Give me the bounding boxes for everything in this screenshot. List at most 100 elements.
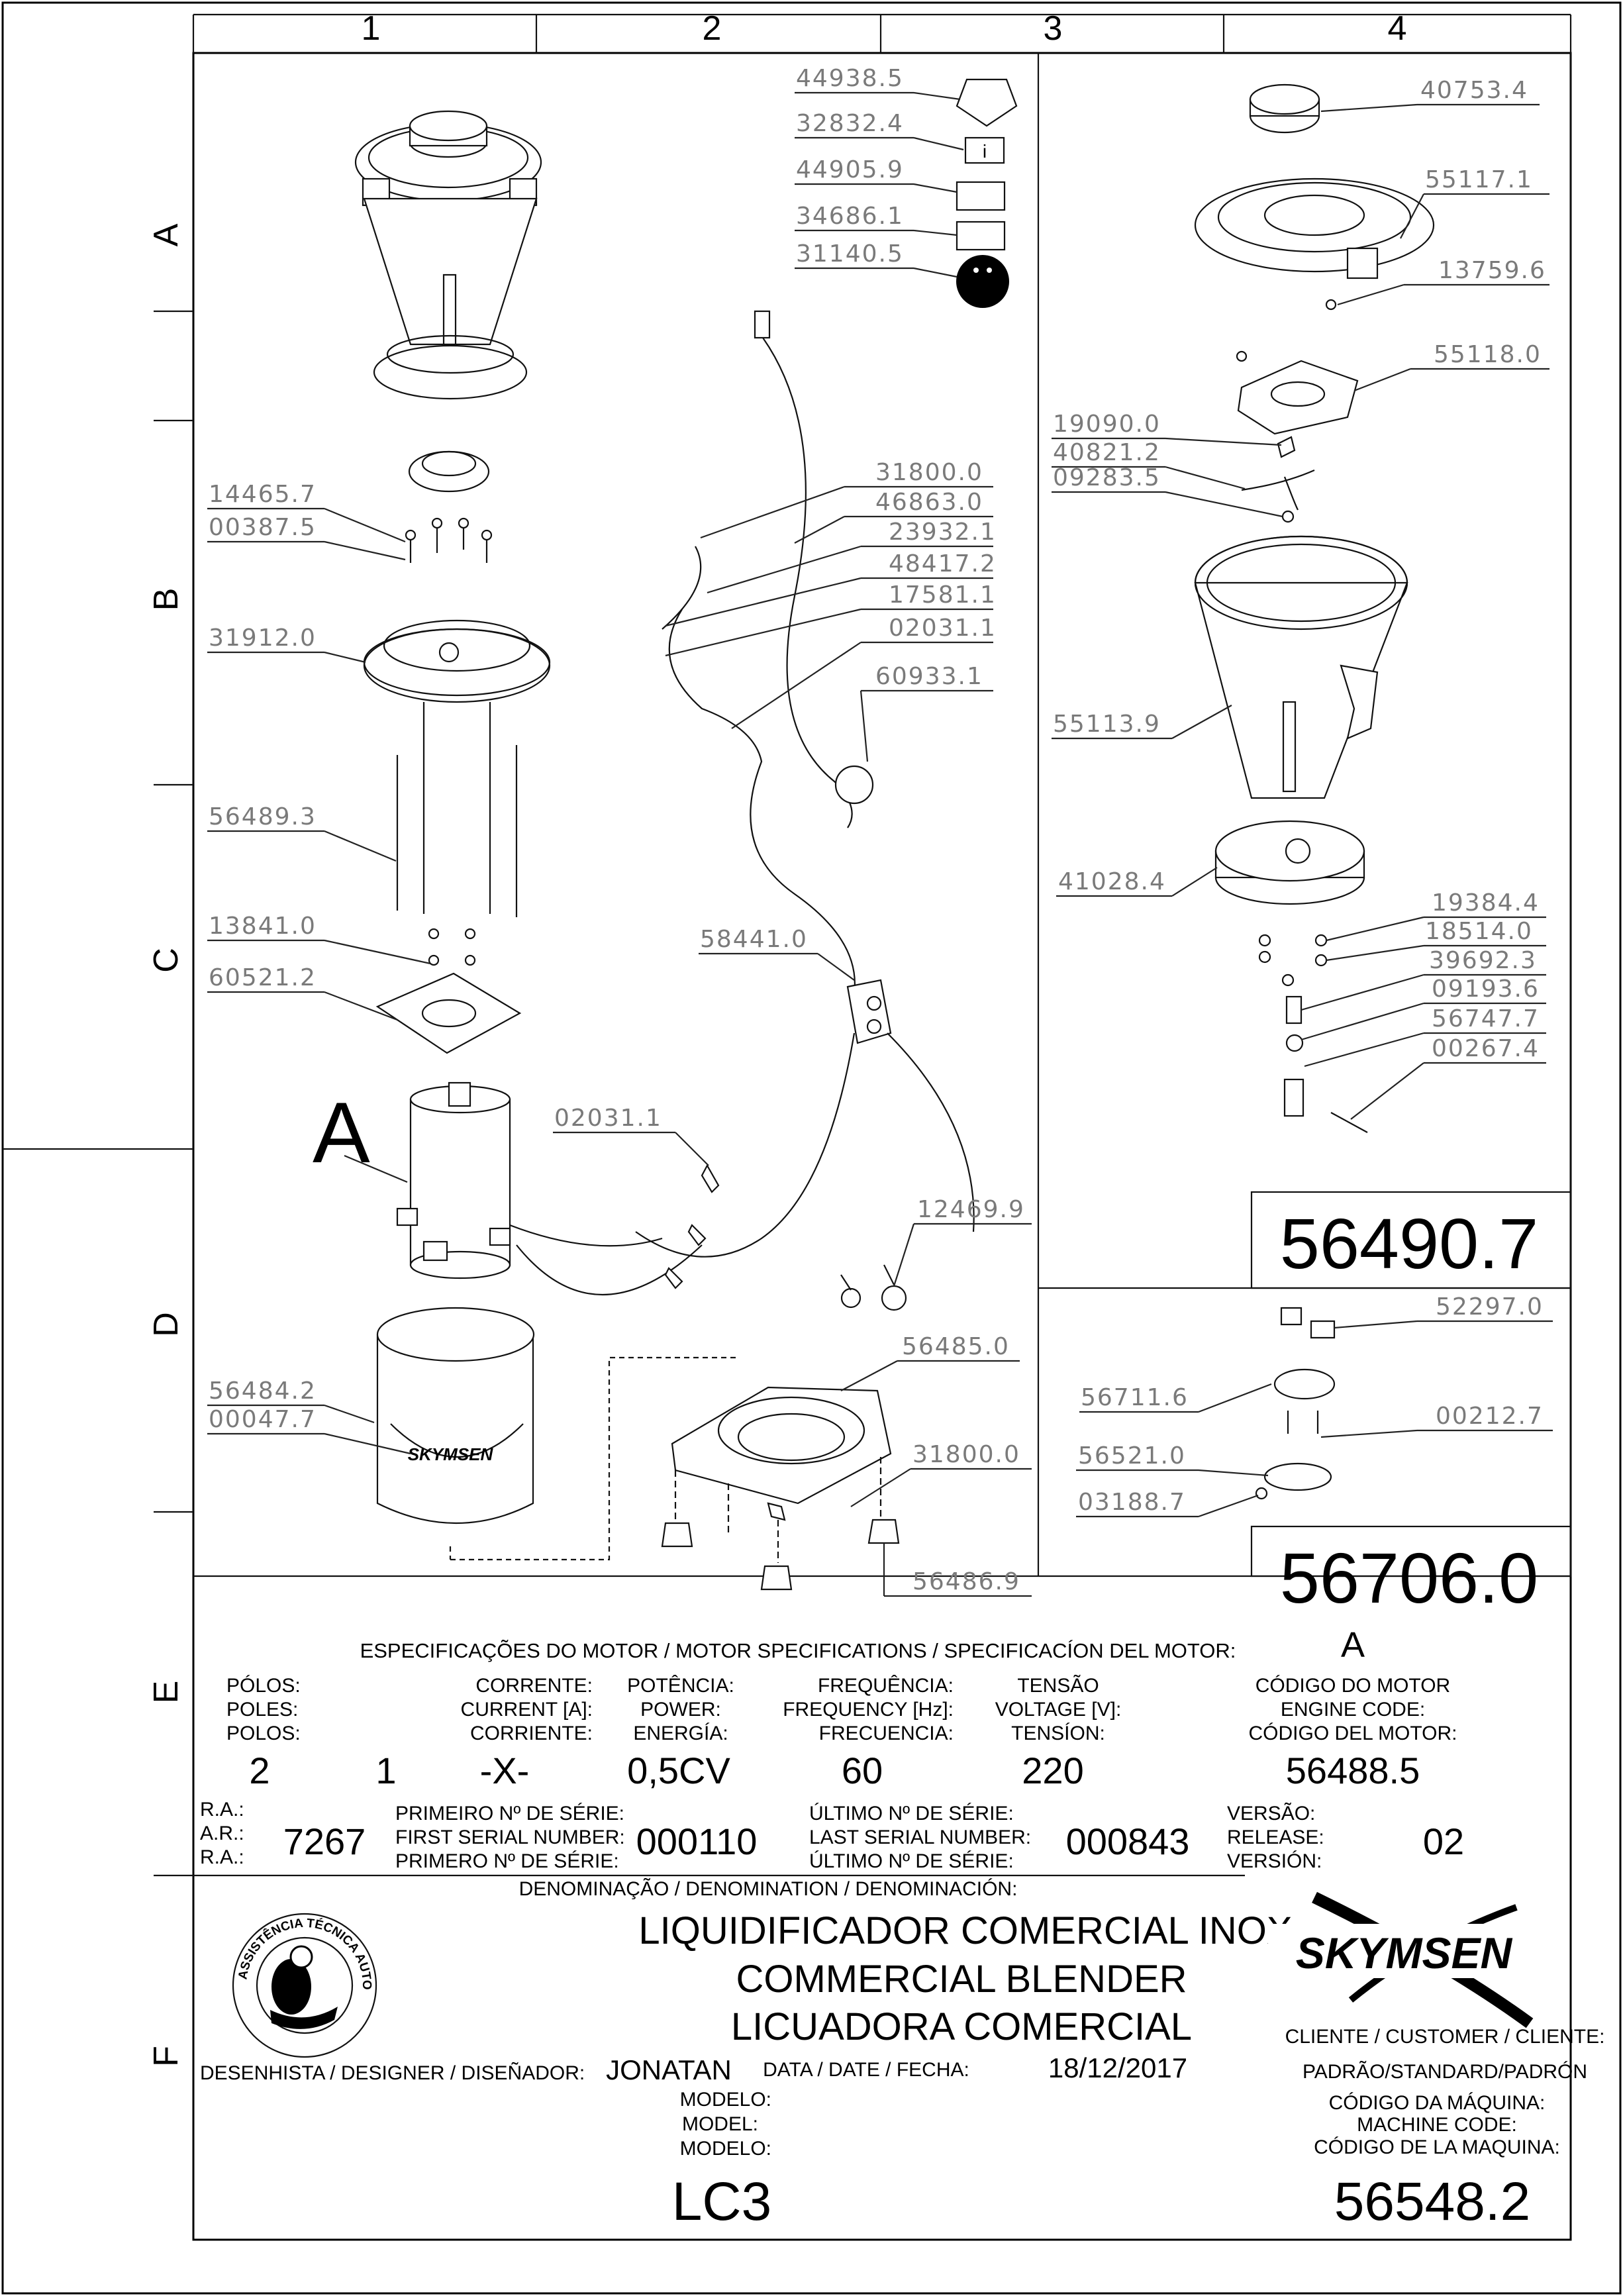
part-labels: 44938.5 32832.4 44905.9 34686.1 31140.5 … bbox=[207, 65, 1553, 1597]
voltage-label-es: TENSÍON: bbox=[1011, 1722, 1105, 1744]
part-56521-0: 56521.0 bbox=[1078, 1442, 1186, 1470]
last-serial-label-es: ÚLTIMO Nº DE SÉRIE: bbox=[809, 1850, 1014, 1872]
part-34686-1: 34686.1 bbox=[796, 203, 904, 230]
label-set-drawing: i bbox=[956, 78, 1018, 308]
first-serial-label-es: PRIMERO Nº DE SÉRIE: bbox=[395, 1850, 619, 1872]
part-02031-1-a: 02031.1 bbox=[889, 615, 997, 642]
first-serial-value: 000110 bbox=[636, 1821, 758, 1862]
shaft-set-drawing bbox=[1258, 934, 1368, 1133]
part-13759-6: 13759.6 bbox=[1438, 257, 1546, 284]
current-value: -X- bbox=[480, 1750, 530, 1791]
frequency-label-pt: FREQUÊNCIA: bbox=[818, 1675, 954, 1697]
part-44938-5: 44938.5 bbox=[796, 65, 904, 92]
model-value: LC3 bbox=[672, 2171, 771, 2232]
model-label-pt: MODELO: bbox=[680, 2089, 771, 2111]
voltage-label-en: VOLTAGE [V]: bbox=[995, 1699, 1122, 1721]
client-value: PADRÃO/STANDARD/PADRÓN bbox=[1303, 2060, 1587, 2083]
coupling-right-drawing bbox=[1255, 1307, 1336, 1500]
tie-rods-drawing bbox=[396, 702, 518, 917]
client-label: CLIENTE / CUSTOMER / CLIENTE: bbox=[1285, 2026, 1605, 2048]
machine-code-label-es: CÓDIGO DE LA MAQUINA: bbox=[1314, 2136, 1560, 2158]
part-19090-0: 19090.0 bbox=[1053, 411, 1161, 438]
part-02031-1-b: 02031.1 bbox=[554, 1105, 662, 1132]
part-13841-0: 13841.0 bbox=[209, 913, 317, 940]
clamp-screw-drawing bbox=[840, 1264, 907, 1311]
part-44905-9: 44905.9 bbox=[796, 156, 904, 183]
machine-code-value: 56548.2 bbox=[1334, 2171, 1530, 2232]
part-00267-4: 00267.4 bbox=[1432, 1035, 1540, 1062]
part-60933-1: 60933.1 bbox=[875, 663, 983, 690]
part-14465-7: 14465.7 bbox=[209, 481, 317, 508]
part-40753-4: 40753.4 bbox=[1420, 77, 1528, 104]
coupling-assembly-code: 56706.0 bbox=[1280, 1538, 1538, 1618]
ra-label-1: R.A.: bbox=[200, 1799, 244, 1821]
switch-harness-drawing bbox=[509, 979, 975, 1296]
coupling-assembly-box bbox=[1250, 1525, 1572, 1577]
jar-lid-drawing bbox=[354, 110, 542, 207]
ra-value: 7267 bbox=[283, 1821, 366, 1862]
current-label-pt: CORRENTE: bbox=[475, 1675, 593, 1697]
part-40821-2: 40821.2 bbox=[1053, 439, 1161, 466]
jar-body-right-drawing bbox=[1194, 535, 1408, 799]
product-name-es: LICUADORA COMERCIAL bbox=[731, 2005, 1192, 2048]
motor-spec-heading: ESPECIFICAÇÕES DO MOTOR / MOTOR SPECIFIC… bbox=[360, 1639, 1236, 1662]
grid-row-a: A bbox=[147, 223, 185, 246]
grid-column-3: 3 bbox=[1044, 9, 1063, 48]
part-00387-5: 00387.5 bbox=[209, 514, 317, 541]
authorized-service-seal: ASSISTÊNCIA TÉCNICA AUTORIZADA bbox=[0, 0, 377, 2058]
product-name-pt: LIQUIDIFICADOR COMERCIAL INOX bbox=[638, 1909, 1292, 1952]
part-56711-6: 56711.6 bbox=[1081, 1384, 1189, 1411]
power-value: 0,5CV bbox=[627, 1750, 730, 1791]
part-32832-4: 32832.4 bbox=[796, 110, 904, 137]
part-18514-0: 18514.0 bbox=[1425, 918, 1533, 945]
title-block: DENOMINAÇÃO / DENOMINATION / DENOMINACIÓ… bbox=[200, 1877, 1604, 2232]
motor-cover-brand: SKYMSEN bbox=[408, 1444, 494, 1464]
blade-assembly-code: 56490.7 bbox=[1280, 1203, 1538, 1283]
grid-row-c: C bbox=[147, 948, 185, 973]
current-label-en: CURRENT [A]: bbox=[461, 1699, 593, 1721]
part-41028-4: 41028.4 bbox=[1058, 868, 1166, 895]
power-label-es: ENERGÍA: bbox=[633, 1722, 728, 1744]
last-serial-label-en: LAST SERIAL NUMBER: bbox=[809, 1826, 1031, 1848]
part-19384-4: 19384.4 bbox=[1432, 889, 1540, 917]
grid-column-1: 1 bbox=[362, 9, 381, 48]
motor-specifications: ESPECIFICAÇÕES DO MOTOR / MOTOR SPECIFIC… bbox=[226, 1625, 1457, 1791]
part-31912-0: 31912.0 bbox=[209, 624, 317, 652]
power-label-pt: POTÊNCIA: bbox=[627, 1675, 734, 1697]
part-12469-9: 12469.9 bbox=[917, 1196, 1025, 1223]
denomination-label: DENOMINAÇÃO / DENOMINATION / DENOMINACIÓ… bbox=[519, 1877, 1018, 1900]
motor-callout-letter: A bbox=[313, 1084, 370, 1181]
designer-value: JONATAN bbox=[606, 2054, 732, 2085]
first-serial-label-en: FIRST SERIAL NUMBER: bbox=[395, 1826, 625, 1848]
date-value: 18/12/2017 bbox=[1048, 2052, 1187, 2083]
power-label-en: POWER: bbox=[640, 1699, 721, 1721]
product-name-en: COMMERCIAL BLENDER bbox=[736, 1958, 1187, 2001]
motor-cover-drawing bbox=[376, 1307, 535, 1524]
machine-code-label-en: MACHINE CODE: bbox=[1357, 2114, 1517, 2136]
first-serial-label-pt: PRIMEIRO Nº DE SÉRIE: bbox=[395, 1803, 624, 1824]
grid-column-2: 2 bbox=[703, 9, 722, 48]
version-label-en: RELEASE: bbox=[1227, 1826, 1324, 1848]
version-label-es: VERSIÓN: bbox=[1227, 1850, 1322, 1872]
jar-cone-drawing bbox=[363, 197, 538, 400]
poles-label-en: POLES: bbox=[226, 1699, 298, 1721]
designer-label: DESENHISTA / DESIGNER / DISEÑADOR: bbox=[200, 2062, 585, 2084]
part-56485-0: 56485.0 bbox=[902, 1333, 1010, 1360]
date-label: DATA / DATE / FECHA: bbox=[763, 2059, 969, 2081]
part-31140-5: 31140.5 bbox=[796, 240, 904, 268]
base-housing-drawing bbox=[671, 1386, 892, 1563]
serials-block: R.A.: A.R.: R.A.: 7267 PRIMEIRO Nº DE SÉ… bbox=[200, 1799, 1464, 1872]
part-55118-0: 55118.0 bbox=[1434, 341, 1542, 368]
last-serial-value: 000843 bbox=[1066, 1821, 1190, 1862]
svg-text:ASSISTÊNCIA TÉCNICA AUTORIZADA: ASSISTÊNCIA TÉCNICA AUTORIZADA bbox=[0, 0, 373, 1990]
last-serial-label-pt: ÚLTIMO Nº DE SÉRIE: bbox=[809, 1803, 1014, 1824]
part-31800-0-a: 31800.0 bbox=[875, 459, 983, 486]
blade-drawing bbox=[1241, 436, 1315, 523]
part-03188-7: 03188.7 bbox=[1078, 1489, 1186, 1516]
jar-base-right-drawing bbox=[1214, 820, 1365, 905]
grid-column-4: 4 bbox=[1388, 9, 1407, 48]
power-cord-drawing bbox=[662, 310, 874, 994]
blade-plate-drawing bbox=[1236, 299, 1359, 435]
